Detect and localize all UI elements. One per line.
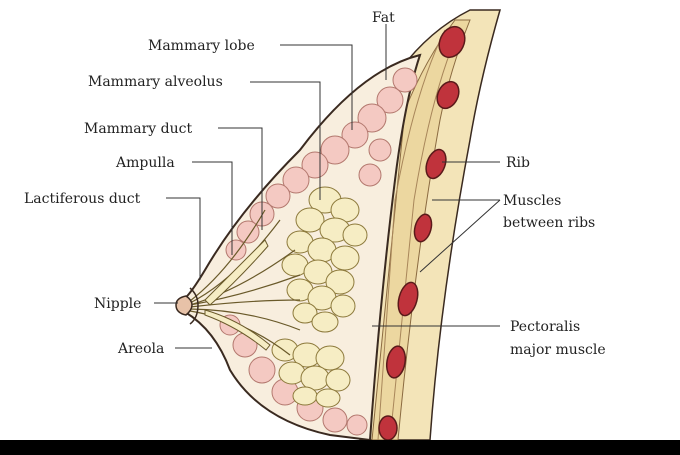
labels: Fat Mammary lobe Mammary alveolus Mammar… bbox=[24, 10, 606, 358]
alveoli-cluster-upper bbox=[281, 186, 368, 333]
label-pectoralis-line2: major muscle bbox=[510, 342, 606, 358]
label-fat: Fat bbox=[372, 10, 395, 26]
lobule bbox=[368, 138, 392, 162]
lobule bbox=[320, 135, 350, 165]
rib-group bbox=[378, 25, 466, 440]
leader-muscles-between-ribs bbox=[419, 199, 501, 273]
label-mammary-alveolus: Mammary alveolus bbox=[88, 74, 223, 90]
leader-mammary-lobe bbox=[280, 44, 353, 130]
diagram-canvas: Fat Mammary lobe Mammary alveolus Mammar… bbox=[0, 0, 680, 440]
leader-mammary-duct bbox=[218, 127, 263, 230]
leader-ampulla bbox=[192, 161, 233, 255]
ampulla-ducts bbox=[204, 239, 271, 351]
alveoli-cluster-lower bbox=[271, 338, 351, 408]
nipple-shape bbox=[175, 295, 193, 316]
rib bbox=[438, 25, 466, 59]
label-muscles-between-ribs-line1: Muscles bbox=[503, 193, 561, 209]
lobule bbox=[357, 103, 387, 133]
lobule bbox=[358, 163, 382, 187]
rib bbox=[425, 148, 447, 180]
label-mammary-lobe: Mammary lobe bbox=[148, 38, 255, 54]
label-nipple: Nipple bbox=[94, 296, 141, 312]
lobule bbox=[225, 239, 247, 261]
lobule bbox=[322, 407, 348, 433]
rib bbox=[378, 415, 398, 440]
label-muscles-between-ribs-line2: between ribs bbox=[503, 215, 595, 231]
lobule bbox=[346, 414, 368, 436]
leader-lines bbox=[154, 24, 501, 349]
lobule bbox=[301, 151, 329, 179]
label-rib: Rib bbox=[506, 155, 530, 171]
lobule bbox=[282, 166, 310, 194]
rib bbox=[413, 213, 433, 243]
areola-shape bbox=[189, 287, 199, 325]
lobule bbox=[376, 86, 404, 114]
mammary-lobes bbox=[219, 67, 418, 436]
breast-anatomy-diagram: Fat Mammary lobe Mammary alveolus Mammar… bbox=[24, 9, 606, 440]
label-mammary-duct: Mammary duct bbox=[84, 121, 192, 137]
leader-mammary-alveolus bbox=[250, 81, 321, 200]
leader-lactiferous-duct bbox=[166, 197, 201, 280]
lobule bbox=[248, 356, 276, 384]
rib bbox=[397, 281, 419, 317]
lobule bbox=[341, 121, 369, 149]
label-ampulla: Ampulla bbox=[115, 155, 175, 171]
label-areola: Areola bbox=[117, 341, 164, 357]
rib bbox=[385, 345, 407, 379]
lobule bbox=[392, 67, 418, 93]
lobule bbox=[265, 183, 291, 209]
label-lactiferous-duct: Lactiferous duct bbox=[24, 191, 141, 207]
rib bbox=[436, 80, 460, 110]
lobule bbox=[236, 220, 260, 244]
label-pectoralis-line1: Pectoralis bbox=[510, 319, 580, 335]
